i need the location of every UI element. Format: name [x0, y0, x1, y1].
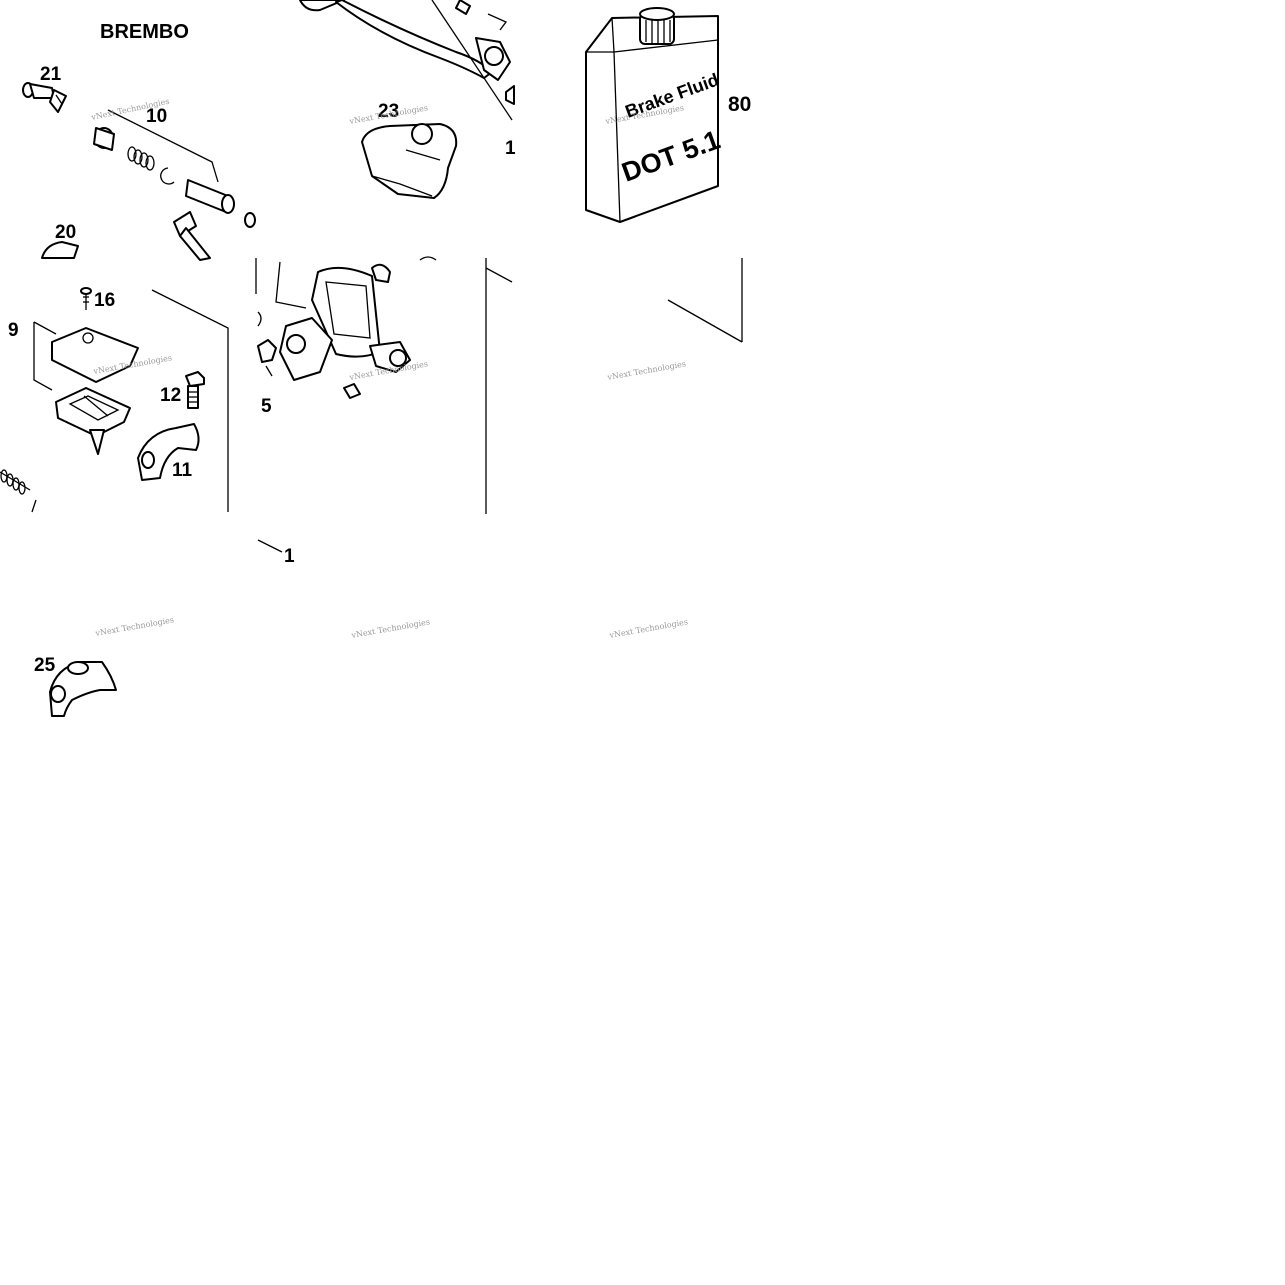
- set-screw-part[interactable]: [343, 383, 361, 399]
- callout-16: 16: [94, 290, 115, 311]
- frame-line: [151, 289, 229, 512]
- callout-80: 80: [728, 93, 751, 116]
- bleeder-screw-part-21[interactable]: [22, 82, 67, 113]
- callout-12: 12: [160, 385, 181, 406]
- lever-part-20[interactable]: [41, 241, 79, 259]
- handlebar-clamp-part-23[interactable]: [361, 123, 458, 199]
- watermark: vNext Technologies: [606, 359, 687, 382]
- watermark: vNext Technologies: [350, 617, 431, 640]
- screw-part-16[interactable]: [80, 287, 92, 310]
- callout-21: 21: [40, 64, 62, 85]
- spring-part[interactable]: [0, 469, 37, 513]
- frame-diag-right: [667, 299, 743, 343]
- callout-11: 11: [172, 460, 193, 481]
- brake-lever-part-1[interactable]: [299, 0, 515, 121]
- callout-20: 20: [55, 222, 76, 243]
- clamp-part-25[interactable]: [49, 661, 117, 717]
- callout-10: 10: [146, 106, 167, 127]
- pivot-bolt-part[interactable]: [173, 211, 211, 261]
- callout-1-bottom: 1: [284, 546, 295, 567]
- brake-fluid-bottle-part-80[interactable]: Brake Fluid DOT 5.1: [585, 7, 724, 223]
- master-cylinder-body[interactable]: [275, 256, 437, 381]
- reservoir-cover-part-9[interactable]: [51, 327, 139, 455]
- callout-23: 23: [378, 101, 399, 122]
- callout-25: 25: [34, 655, 56, 676]
- callout-9: 9: [8, 320, 19, 341]
- nut-part-5[interactable]: [257, 311, 277, 377]
- callout-1-top: 1: [505, 138, 516, 159]
- leader-line-1: [257, 539, 283, 553]
- frame-tick-center: [485, 267, 513, 283]
- bolt-part-12[interactable]: [185, 371, 205, 409]
- callout-5: 5: [261, 396, 272, 417]
- bracket-tick: [33, 321, 57, 335]
- bracket-line: [33, 322, 53, 391]
- watermark: vNext Technologies: [94, 615, 175, 638]
- piston-kit-part-10[interactable]: [93, 109, 256, 228]
- brand-title: BREMBO: [100, 21, 189, 43]
- clamp-part-11[interactable]: [137, 423, 200, 481]
- watermark: vNext Technologies: [608, 617, 689, 640]
